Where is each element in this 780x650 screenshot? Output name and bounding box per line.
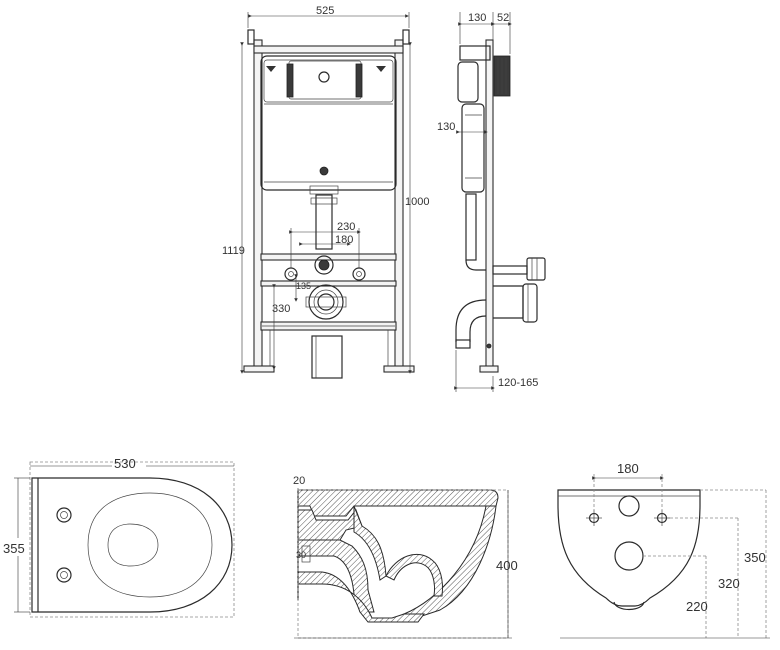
dim-section-height: 400 [496,558,518,573]
dim-bolt-outer: 230 [337,221,355,233]
dim-section-wall: 30 [296,550,306,560]
bowl-top-view: 530 355 [3,456,235,618]
dim-back-bolt-spacing: 180 [617,461,639,476]
dim-back-h2: 320 [718,576,740,591]
frame-side-view: 130 52 130 120-165 [437,12,546,392]
dim-frame-height: 1000 [405,196,429,208]
dim-side-offset: 52 [497,12,509,24]
bowl-section-view: 20 30 400 [293,475,518,639]
dim-side-depth-top: 130 [468,12,486,24]
dim-frame-width: 525 [316,5,334,17]
dim-pipe-offset: 135 [296,281,311,291]
dim-section-rim: 20 [293,475,305,487]
bowl-back-view: 180 350 320 220 [557,461,770,639]
dim-bowl-width: 355 [3,541,25,556]
dim-side-cistern: 130 [437,121,455,133]
dim-back-h1: 350 [744,550,766,565]
dim-back-h3: 220 [686,599,708,614]
dim-frame-total-height: 1119 [222,245,245,257]
frame-front-view: 525 1119 1000 230 180 135 330 [222,5,429,379]
dim-bowl-length: 530 [114,456,136,471]
dim-drain-height: 330 [272,303,290,315]
dim-side-adjust: 120-165 [498,377,538,389]
dim-bolt-inner: 180 [335,234,353,246]
